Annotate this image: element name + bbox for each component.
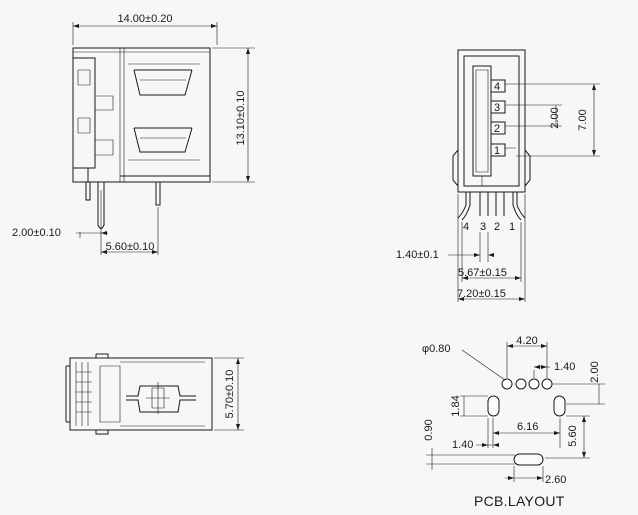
- pcb-slot-width-dim: 0.90: [423, 419, 435, 440]
- front-bottom-label-4: 4: [463, 221, 469, 233]
- front-body-width-dim: 7.20±0.15: [457, 288, 506, 300]
- pcb-slot-pitch-dim: 1.40: [452, 439, 473, 451]
- side-view: 14.00±0.20 13.10±0.10: [12, 13, 255, 255]
- pcb-slot-span-dim: 6.16: [517, 421, 538, 433]
- front-lead-width-dim: 1.40±0.1: [396, 249, 439, 261]
- front-pin-label-1: 1: [494, 145, 500, 157]
- pcb-pin-span-dim: 4.20: [516, 335, 537, 347]
- side-width-dim: 14.00±0.20: [118, 13, 173, 25]
- front-pin-label-3: 3: [494, 102, 500, 114]
- pcb-row-to-slot-dim: 5.60: [567, 425, 579, 446]
- front-lead-span-dim: 5.67±0.15: [458, 267, 507, 279]
- side-pin-offset-dim: 2.00±0.10: [12, 227, 61, 239]
- top-view: 5.70±0.10: [65, 353, 244, 435]
- front-view: 4 3 2 1 4 3 2 1 2.00 7.00: [396, 49, 600, 302]
- side-height-dim: 13.10±0.10: [235, 91, 247, 146]
- pcb-slot-length-dim: 2.60: [545, 474, 566, 486]
- pcb-layout: 4.20 φ0.80 1.40 2.00 1.84 6.: [422, 335, 605, 509]
- pcb-hole-dia-dim: φ0.80: [422, 343, 451, 355]
- pcb-layout-title: PCB.LAYOUT: [474, 493, 565, 509]
- front-pin-label-2: 2: [494, 123, 500, 135]
- top-height-dim: 5.70±0.10: [224, 370, 236, 419]
- side-pin-pitch-dim: 5.60±0.10: [106, 241, 155, 253]
- pcb-slot-height-dim: 1.84: [450, 395, 462, 416]
- front-bottom-label-3: 3: [480, 221, 486, 233]
- front-pin-label-4: 4: [494, 81, 500, 93]
- pcb-pin-pitch-dim: 1.40: [554, 361, 575, 373]
- front-row-dim-small: 2.00: [549, 107, 561, 128]
- front-bottom-label-1: 1: [509, 221, 515, 233]
- front-row-dim-large: 7.00: [577, 109, 589, 130]
- pcb-row-offset-dim: 2.00: [589, 361, 601, 382]
- front-bottom-label-2: 2: [494, 221, 500, 233]
